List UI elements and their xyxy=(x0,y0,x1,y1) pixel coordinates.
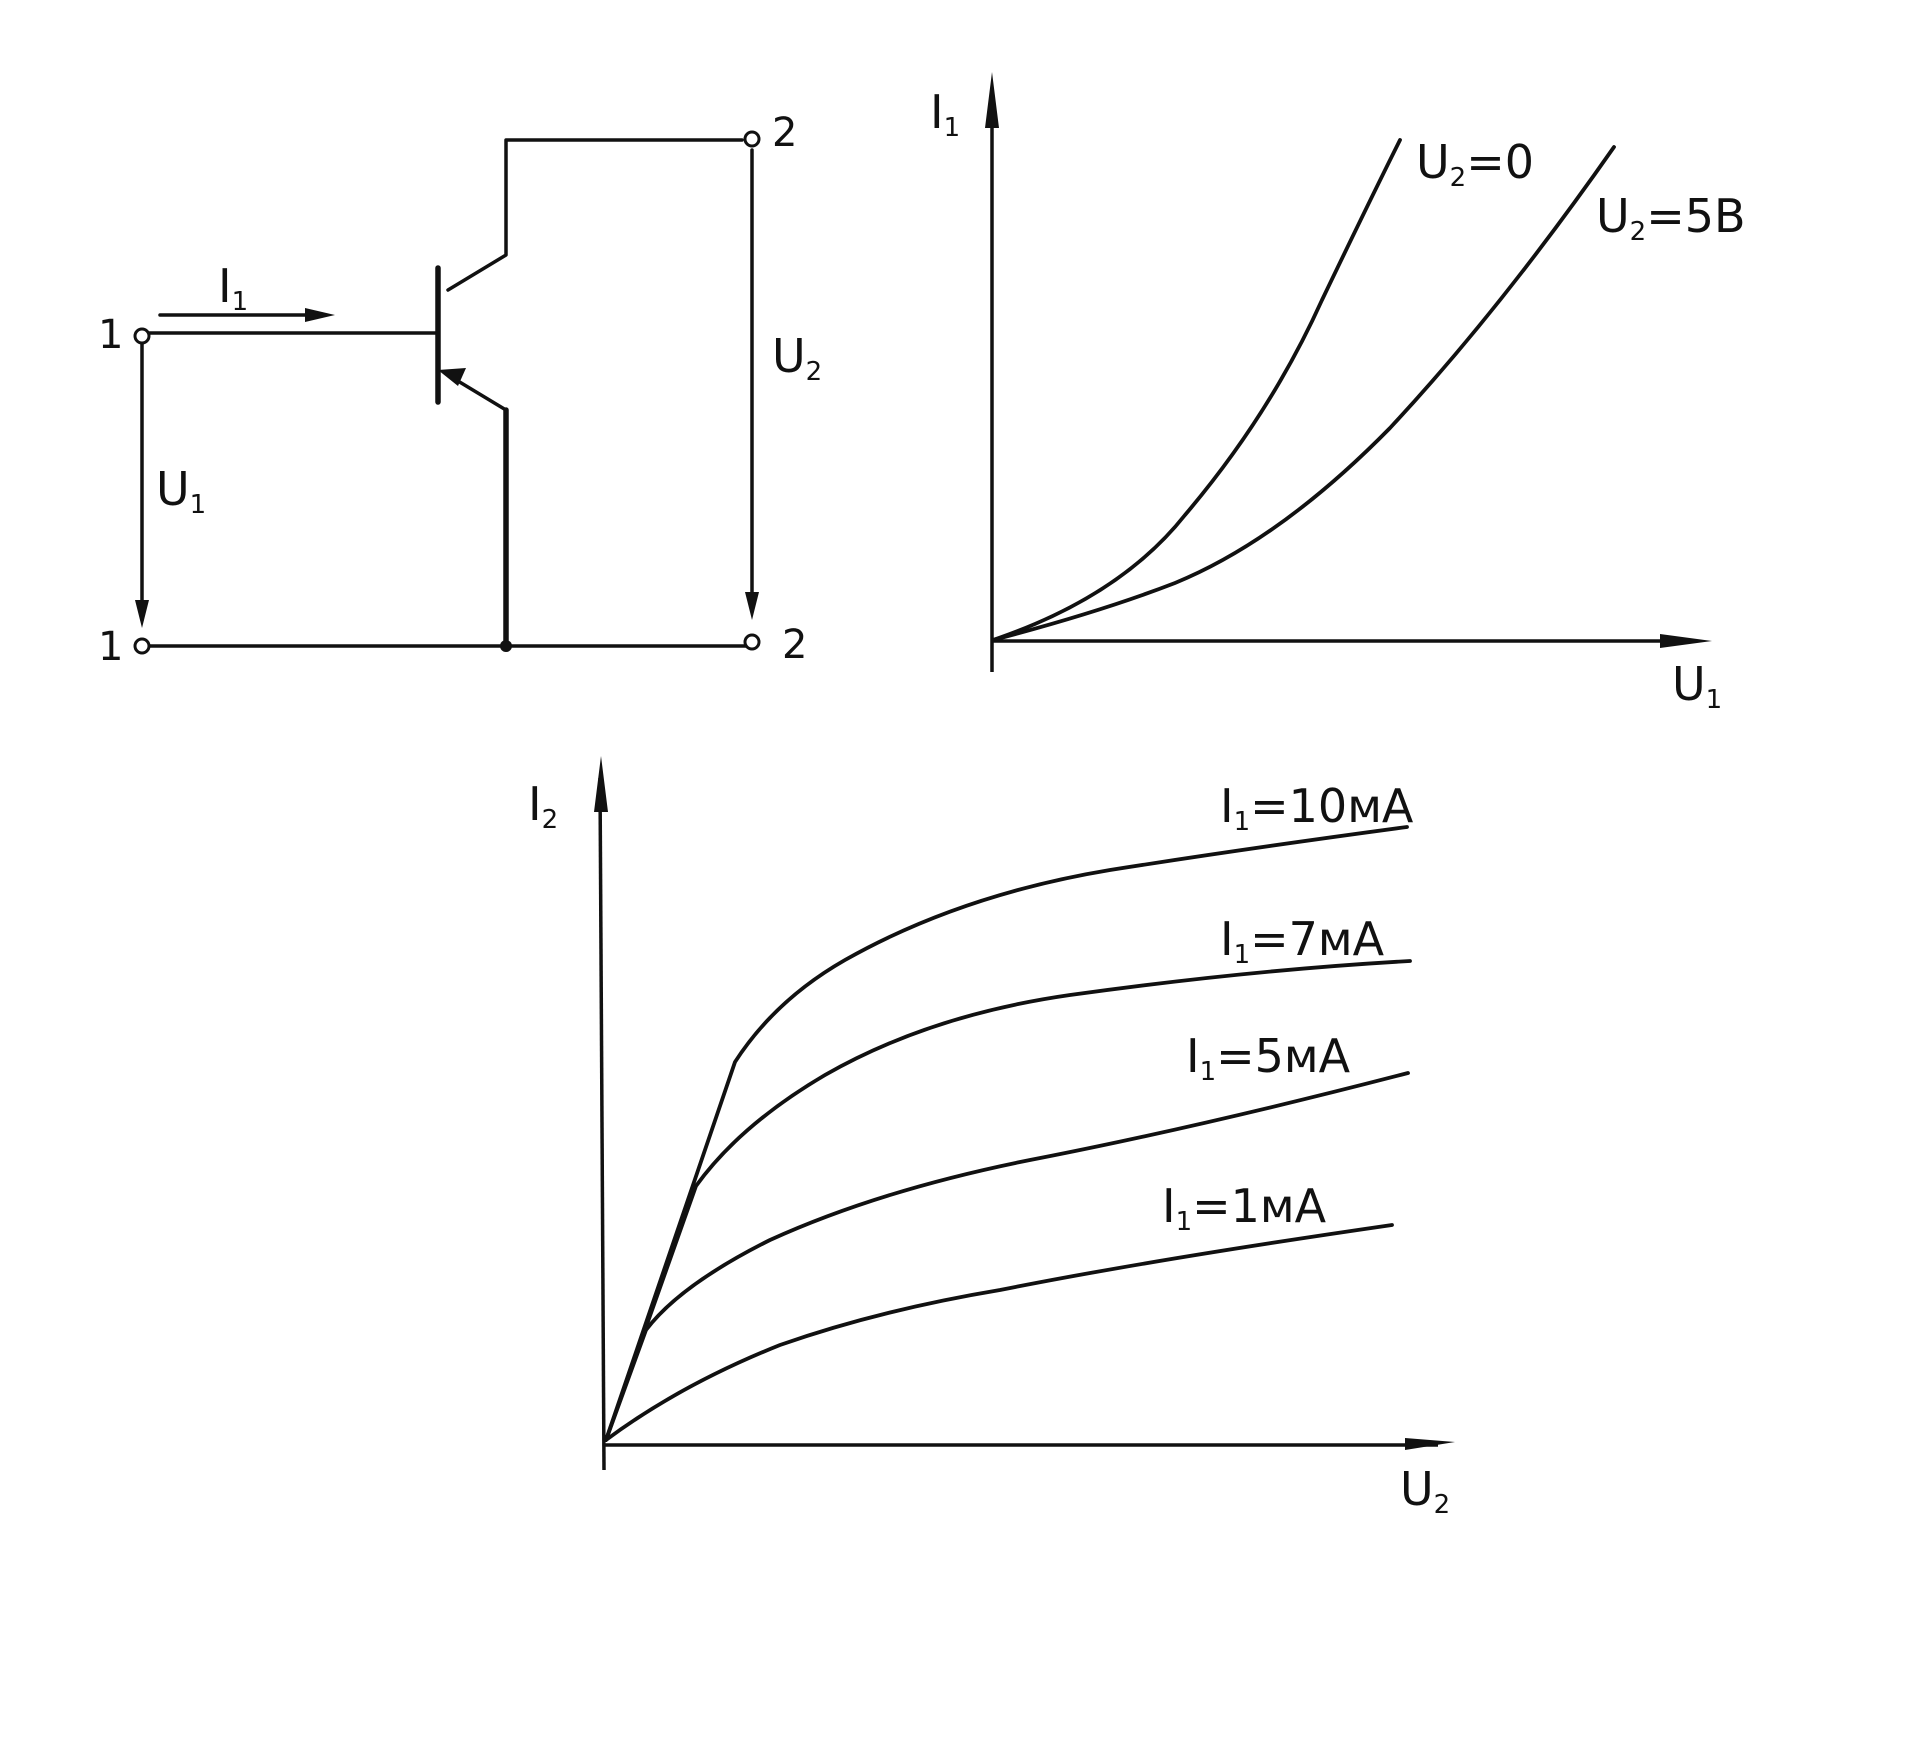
u2-arrow xyxy=(745,592,759,620)
terminal-label-1-bottom: 1 xyxy=(98,624,123,670)
output-curve-i1-5ma xyxy=(604,1071,1410,1442)
input-characteristic-chart: I1 U1 U2=0 U2=5B xyxy=(930,72,1746,715)
terminal-1-top xyxy=(133,327,151,345)
input-chart-y-label: I1 xyxy=(930,85,960,143)
emitter-arrow xyxy=(438,368,466,386)
input-curve-label-u2-5v: U2=5B xyxy=(1596,189,1746,247)
output-curve-label-i1-5ma: I1=5мА xyxy=(1186,1029,1351,1087)
circuit-u1-label: U1 xyxy=(156,462,206,520)
terminal-label-2-bottom: 2 xyxy=(782,622,807,668)
output-curve-label-i1-1ma: I1=1мА xyxy=(1162,1179,1327,1237)
output-curve-i1-7ma xyxy=(604,959,1412,1442)
output-chart-y-label: I2 xyxy=(528,777,558,835)
terminal-label-2-top: 2 xyxy=(772,110,797,156)
output-chart-x-arrow xyxy=(1405,1438,1455,1450)
input-chart-y-arrow xyxy=(985,72,999,128)
input-curve-label-u2-0: U2=0 xyxy=(1416,135,1534,193)
junction-dot xyxy=(500,640,512,652)
output-curve-i1-1ma xyxy=(604,1223,1394,1442)
output-curve-i1-10ma xyxy=(604,825,1409,1442)
terminal-1-bottom xyxy=(133,637,151,655)
circuit-u2-label: U2 xyxy=(772,329,822,387)
output-curve-label-i1-7ma: I1=7мА xyxy=(1220,912,1385,970)
output-curve-label-i1-10ma: I1=10мА xyxy=(1220,779,1414,837)
transistor-circuit: 1 1 2 2 I1 U1 U2 xyxy=(98,110,822,670)
output-characteristic-chart: I2 U2 I1=10мА I1=7мА I1=5мА I1=1мА xyxy=(528,756,1455,1520)
input-curve-u2-0 xyxy=(991,138,1402,642)
terminal-2-top xyxy=(743,130,761,148)
terminal-label-1-top: 1 xyxy=(98,312,123,358)
output-chart-y-arrow xyxy=(594,756,608,812)
circuit-i1-label: I1 xyxy=(218,259,248,317)
input-curve-u2-5v xyxy=(991,145,1616,642)
collector-lead xyxy=(446,138,744,292)
i1-arrow-head xyxy=(305,308,335,322)
input-chart-x-arrow xyxy=(1660,634,1712,648)
output-chart-y-axis xyxy=(598,777,606,1471)
u1-arrow xyxy=(135,600,149,628)
terminal-2-bottom xyxy=(743,633,761,651)
input-chart-x-label: U1 xyxy=(1672,657,1722,715)
output-chart-x-label: U2 xyxy=(1400,1462,1450,1520)
